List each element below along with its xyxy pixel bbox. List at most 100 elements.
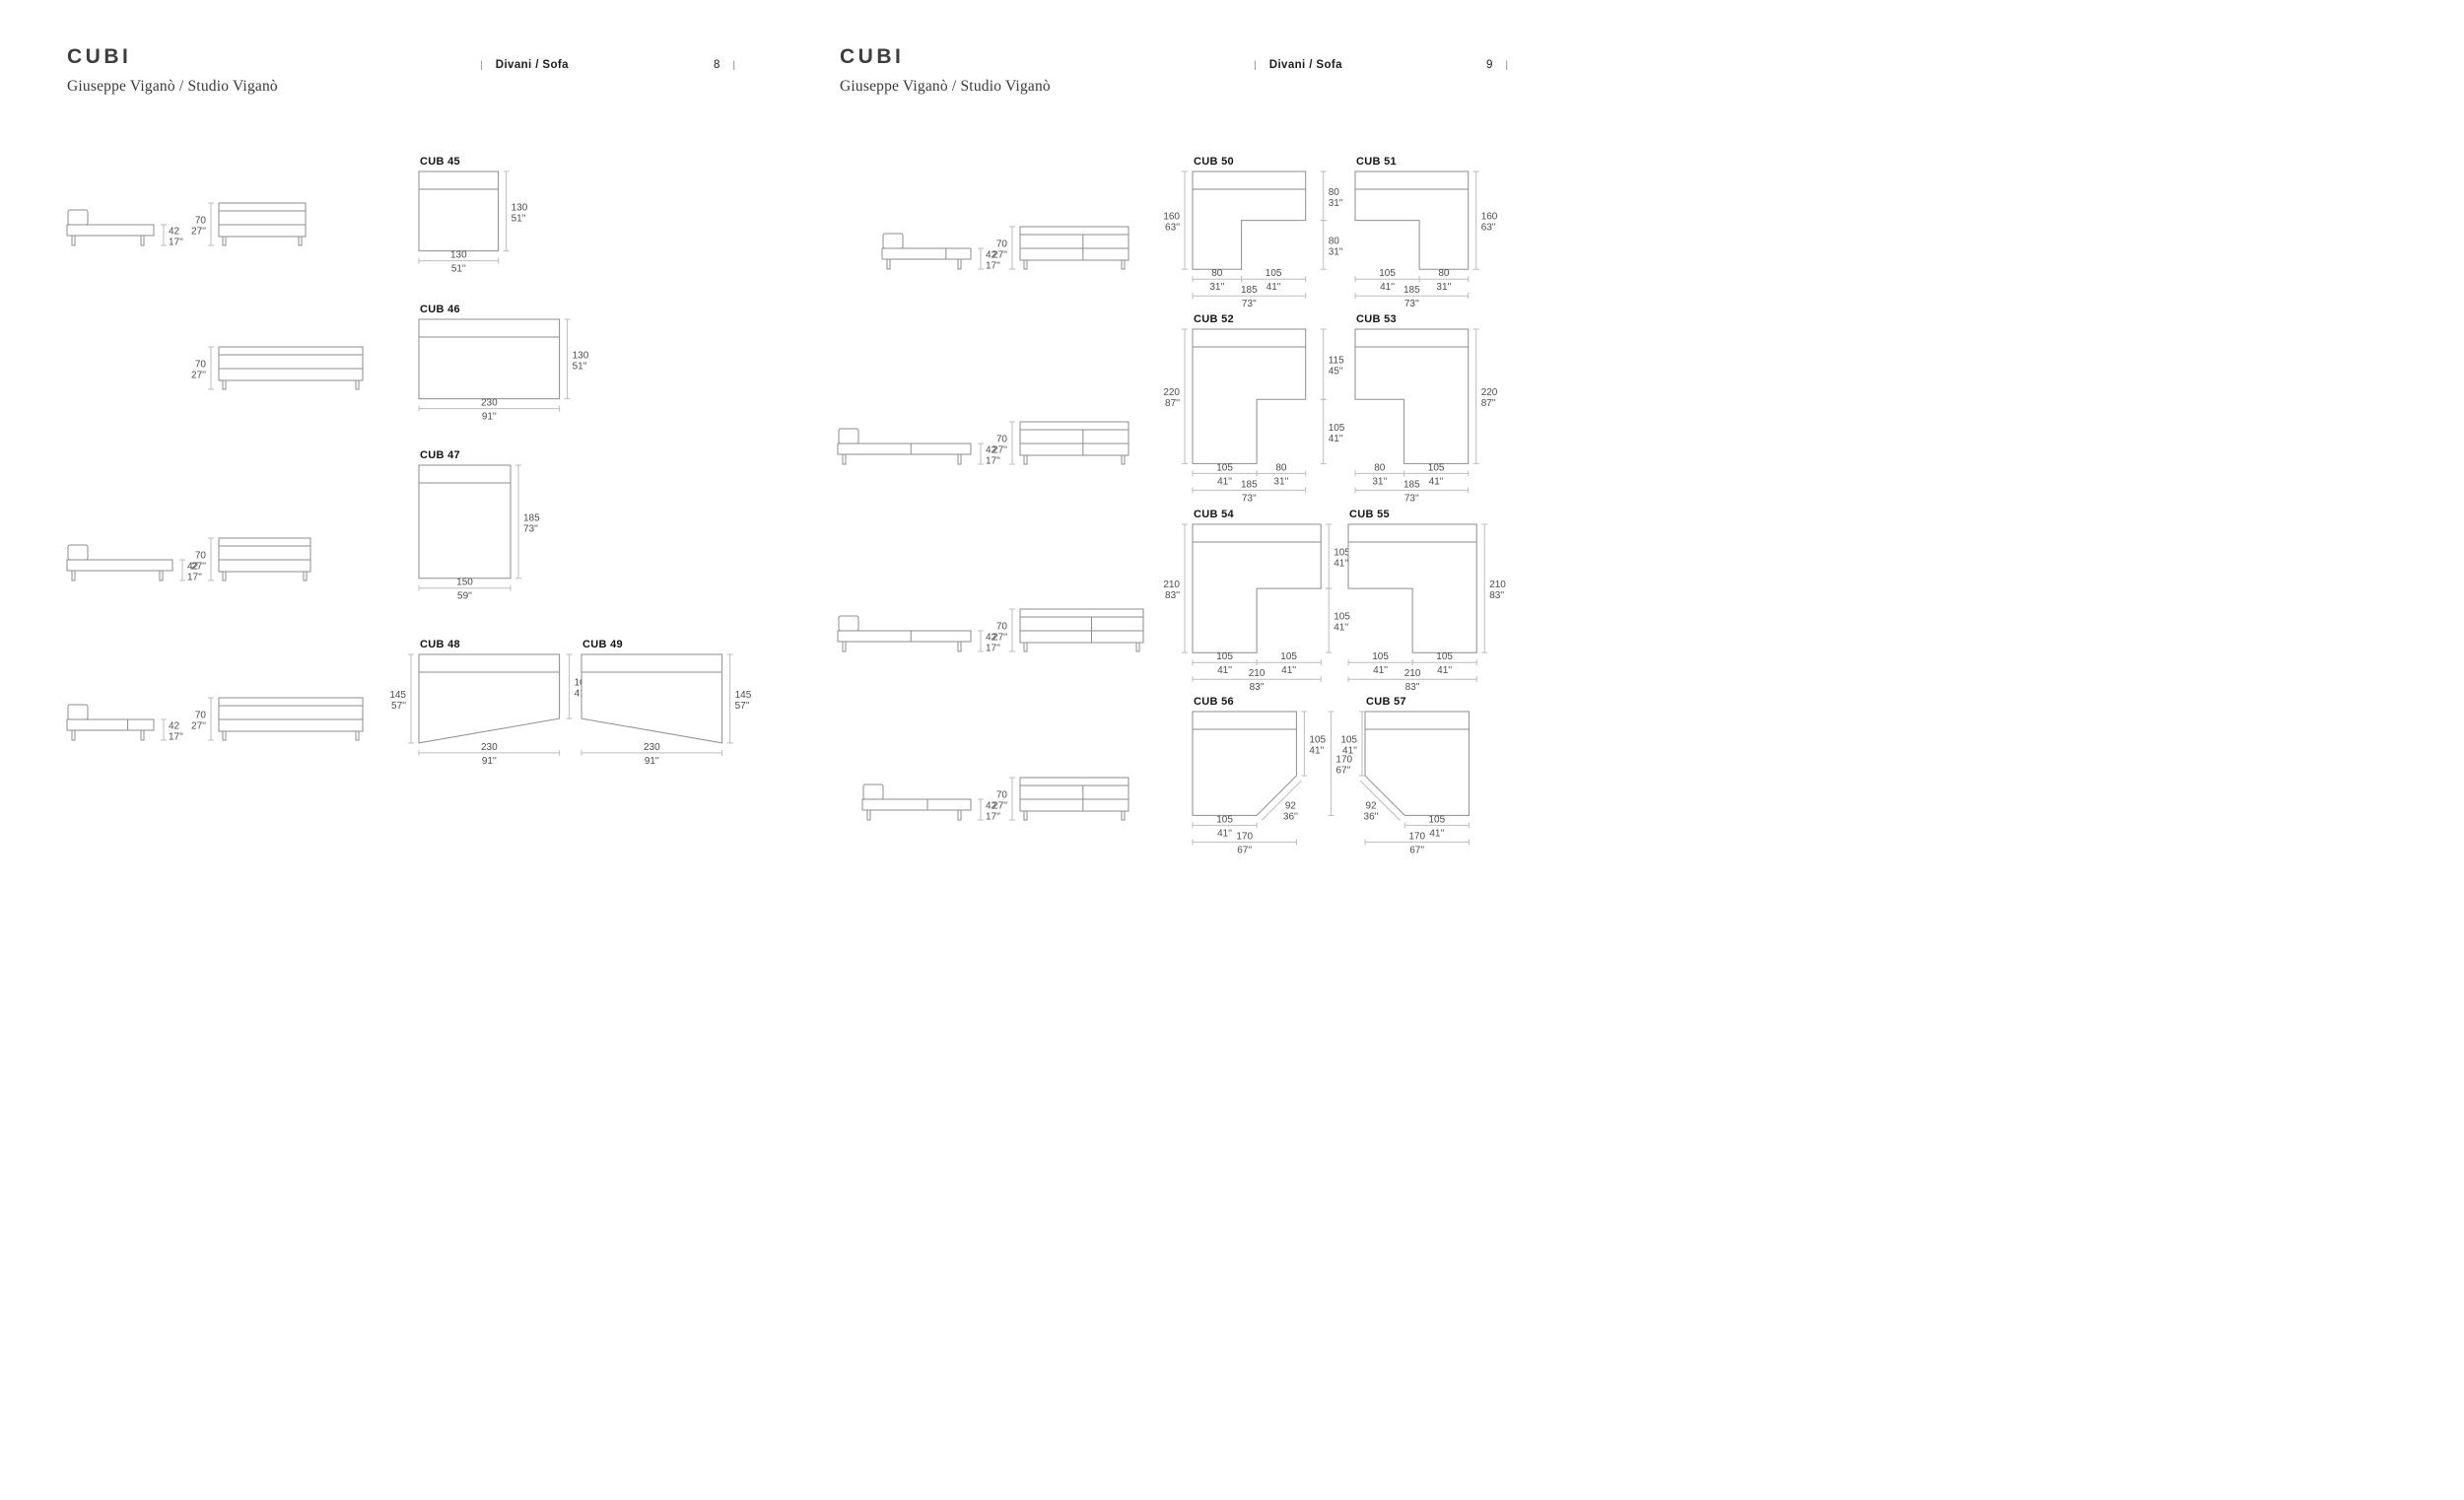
dim-value: 45'' bbox=[1329, 367, 1343, 377]
dim-value: 73'' bbox=[1404, 299, 1419, 309]
dim-value: 42 bbox=[986, 801, 997, 812]
page9-number: 9 | bbox=[1486, 59, 1508, 71]
dim-value: 230 bbox=[644, 742, 660, 753]
dim-value: 17'' bbox=[187, 573, 202, 583]
dim-value: 80 bbox=[1329, 236, 1340, 246]
separator-bar: | bbox=[480, 59, 483, 71]
dim-value: 170 bbox=[1408, 831, 1425, 842]
dim-value: 42 bbox=[986, 250, 997, 261]
dim-value: 17'' bbox=[986, 644, 1000, 654]
dim-value: 42 bbox=[169, 227, 180, 238]
dim-value: 230 bbox=[481, 742, 498, 753]
dim-value: 80 bbox=[1275, 462, 1287, 473]
dim-value: 41'' bbox=[1217, 476, 1232, 487]
dim-value: 145 bbox=[735, 690, 752, 701]
dim-value: 73'' bbox=[1404, 493, 1419, 504]
dim-value: 220 bbox=[1481, 387, 1498, 398]
dim-value: 80 bbox=[1438, 268, 1450, 279]
dim-value: 63'' bbox=[1481, 223, 1496, 234]
dim-value: 51'' bbox=[573, 361, 587, 372]
dim-value: 130 bbox=[512, 202, 528, 213]
separator-bar: | bbox=[1505, 59, 1509, 71]
dim-value: 105 bbox=[1329, 423, 1345, 434]
page-number: 9 bbox=[1486, 59, 1493, 71]
dim-value: 31'' bbox=[1329, 246, 1343, 257]
dim-value: 91'' bbox=[482, 412, 497, 423]
dim-value: 27'' bbox=[992, 801, 1007, 812]
dim-value: 80 bbox=[1211, 268, 1223, 279]
model-label: CUB 46 bbox=[420, 304, 460, 315]
dim-value: 41'' bbox=[1281, 665, 1296, 676]
dim-value: 170 bbox=[1335, 755, 1352, 766]
dim-value: 27'' bbox=[992, 445, 1007, 456]
page9-header: CUBI Giuseppe Viganò / Studio Viganò bbox=[840, 45, 1051, 96]
dim-value: 51'' bbox=[512, 213, 526, 224]
model-label: CUB 45 bbox=[420, 156, 460, 168]
dim-value: 185 bbox=[523, 512, 540, 523]
dim-value: 145 bbox=[389, 690, 406, 701]
dim-value: 31'' bbox=[1436, 282, 1451, 293]
dim-value: 115 bbox=[1329, 356, 1344, 367]
dim-value: 150 bbox=[456, 578, 473, 588]
dim-value: 36'' bbox=[1364, 811, 1379, 822]
model-label: CUB 55 bbox=[1349, 509, 1390, 520]
dim-value: 70 bbox=[195, 551, 207, 562]
dim-value: 80 bbox=[1374, 462, 1386, 473]
dim-value: 41'' bbox=[1380, 282, 1395, 293]
dim-value: 185 bbox=[1241, 285, 1258, 296]
dim-value: 130 bbox=[450, 250, 467, 261]
dim-value: 210 bbox=[1489, 580, 1506, 590]
dim-value: 41'' bbox=[1309, 746, 1324, 757]
dim-value: 17'' bbox=[986, 812, 1000, 823]
dim-value: 210 bbox=[1249, 668, 1266, 679]
dim-value: 130 bbox=[573, 350, 589, 361]
dim-value: 83'' bbox=[1405, 682, 1420, 693]
dim-value: 57'' bbox=[735, 701, 750, 712]
dim-value: 91'' bbox=[482, 756, 497, 767]
dim-value: 105 bbox=[1216, 462, 1233, 473]
dim-value: 105 bbox=[1334, 548, 1350, 559]
dim-value: 73'' bbox=[523, 523, 538, 534]
dim-value: 105 bbox=[1340, 735, 1357, 746]
dim-value: 105 bbox=[1436, 651, 1453, 662]
dim-value: 41'' bbox=[1429, 476, 1444, 487]
dim-value: 42 bbox=[169, 721, 180, 732]
dim-value: 230 bbox=[481, 398, 498, 409]
dim-value: 41'' bbox=[1334, 623, 1348, 634]
dim-value: 42 bbox=[986, 445, 997, 456]
